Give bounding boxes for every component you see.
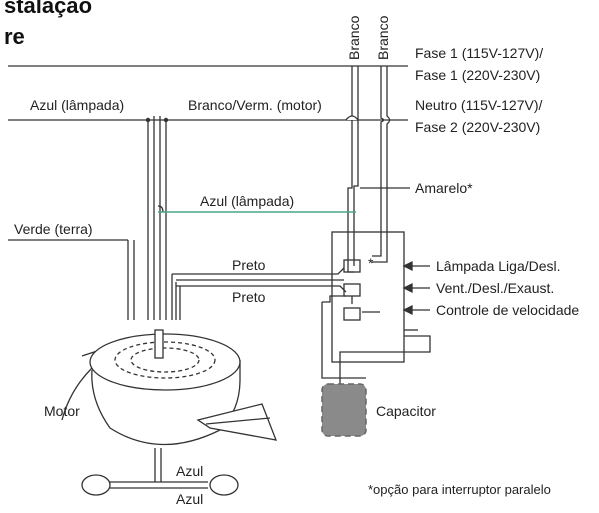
- label-fase-line2: Fase 1 (220V-230V): [415, 67, 540, 83]
- motor: [61, 329, 278, 482]
- capacitor: [321, 383, 367, 437]
- label-azul-top: Azul: [176, 463, 203, 479]
- label-controle-velocidade: Controle de velocidade: [436, 302, 579, 318]
- label-footnote: *opção para interruptor paralelo: [368, 482, 551, 497]
- label-azul-lampada-top: Azul (lâmpada): [30, 97, 124, 113]
- switch-arrows: [360, 187, 430, 316]
- label-lampada-liga-desl: Lâmpada Liga/Desl.: [436, 258, 561, 274]
- wire-crossings: [345, 115, 359, 121]
- label-fase-line1: Fase 1 (115V-127V)/: [415, 45, 543, 61]
- label-vent-desl-exaust: Vent./Desl./Exaust.: [436, 280, 554, 296]
- label-branco-1: Branco: [346, 15, 362, 60]
- lamp-fixture: [81, 474, 239, 496]
- label-preto-2: Preto: [232, 289, 266, 305]
- label-azul-lampada-mid: Azul (lâmpada): [200, 193, 294, 209]
- branco-leads: [347, 66, 391, 273]
- label-amarelo: Amarelo*: [415, 180, 473, 196]
- label-asterisk: *: [368, 255, 374, 271]
- title-line1: stalação: [4, 0, 92, 18]
- label-neutro-line2: Fase 2 (220V-230V): [415, 119, 540, 135]
- label-branco-verm-motor: Branco/Verm. (motor): [188, 97, 322, 113]
- title-line2: re: [4, 24, 25, 49]
- label-capacitor: Capacitor: [376, 403, 436, 419]
- motor-wires: [8, 116, 181, 320]
- label-neutro-line1: Neutro (115V-127V)/: [415, 97, 542, 113]
- label-motor: Motor: [44, 403, 80, 419]
- label-verde-terra: Verde (terra): [14, 221, 93, 237]
- label-branco-2: Branco: [375, 15, 391, 60]
- label-azul-bottom: Azul: [176, 491, 203, 507]
- label-preto-1: Preto: [232, 257, 266, 273]
- switch-box: [321, 231, 431, 384]
